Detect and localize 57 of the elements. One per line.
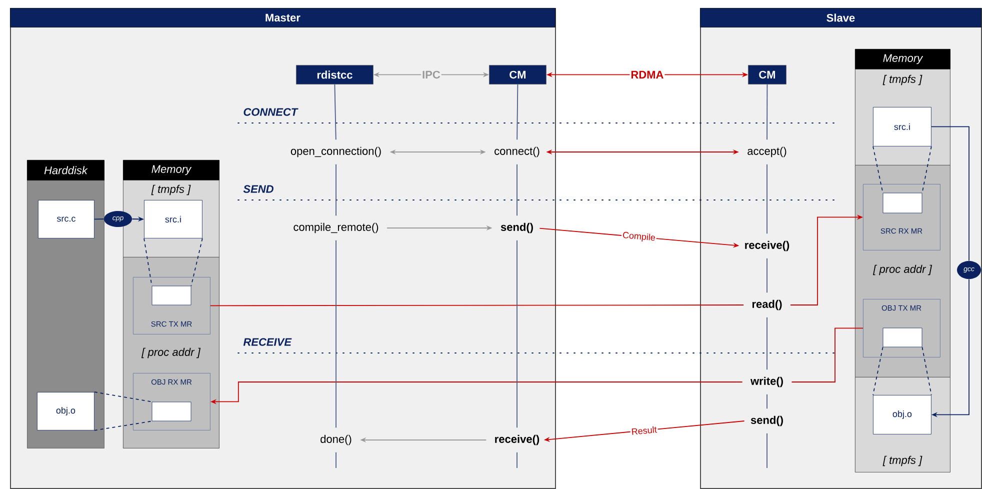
mapping-line [190,238,203,286]
lifeline [516,240,518,428]
file-box: src.i [144,200,202,238]
file-box: obj.o [37,392,94,430]
lifeline [516,164,518,216]
mapping-line [872,346,884,396]
mapping-line [922,346,932,396]
connector [94,218,104,220]
lifeline [766,316,768,370]
function-call: receive() [495,434,540,446]
function-call: read() [752,300,782,310]
actor-box: CM [489,65,546,84]
file-box: src.c [38,200,94,238]
phase-label: RECEIVE [243,338,292,346]
edge-label: Result [630,424,658,436]
connector [930,126,970,262]
panel-header: Slave [700,8,982,28]
buffer-slot [152,286,192,306]
column-header: Memory [123,160,220,180]
function-call: open_connection() [290,146,381,158]
function-call: accept() [748,146,786,158]
actor-box: rdistcc [296,65,374,84]
function-call: done() [320,434,352,446]
mapping-line [94,420,152,431]
column-header: Memory [855,49,950,70]
buffer-slot [152,402,192,422]
function-call: compile_remote() [294,222,378,234]
function-call: receive() [745,240,790,252]
function-call: send() [500,222,533,234]
edge-label: RDMA [630,70,665,80]
phase-label: SEND [243,185,274,193]
lifeline [766,258,768,294]
column-header: Harddisk [27,160,104,180]
mapping-line [94,392,152,402]
function-call: write() [750,376,783,388]
function-call: connect() [494,146,540,158]
actor-box: CM [748,65,786,84]
panel-header: Master [10,8,556,28]
connector [791,328,864,382]
lifeline [516,84,518,140]
file-box: obj.o [873,395,932,434]
phase-label: CONNECT [244,108,298,116]
buffer-slot [882,192,922,214]
lifeline [766,394,768,410]
buffer-slot [882,328,922,348]
lifeline [766,84,768,140]
lifeline [334,84,336,140]
mapping-line [872,146,884,194]
lifeline [766,164,768,234]
function-call: send() [750,416,783,426]
lifeline [766,432,768,468]
connector [210,304,744,306]
lifeline [516,452,518,468]
edge-label: IPC [421,70,442,80]
mapping-line [922,146,932,194]
file-box: src.i [873,107,932,146]
edge-label: Compile [621,230,657,244]
